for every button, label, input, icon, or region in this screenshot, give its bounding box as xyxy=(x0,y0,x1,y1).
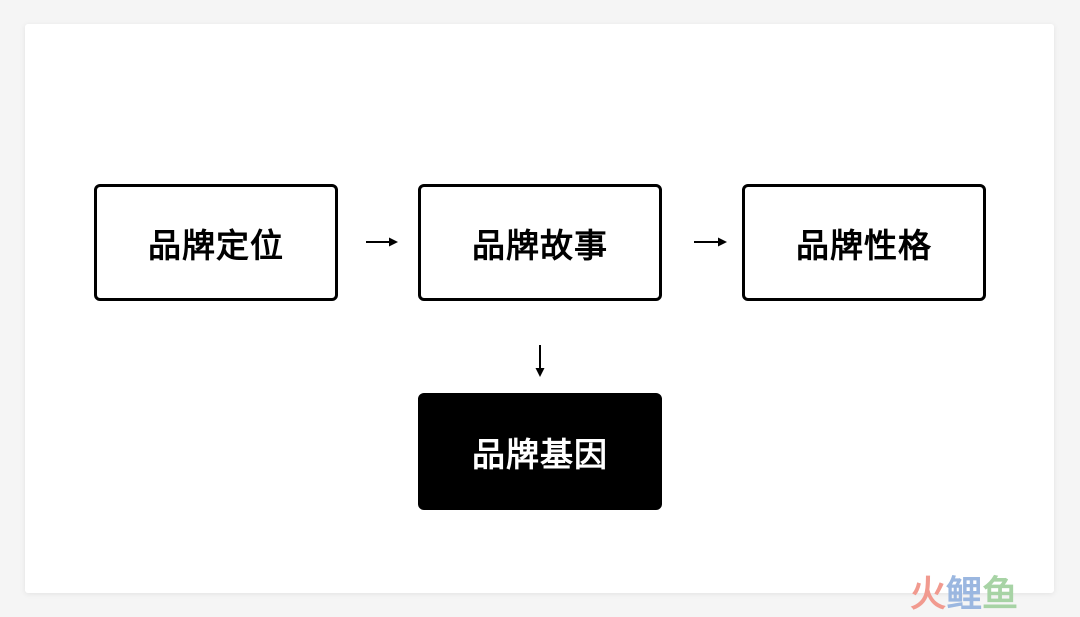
node-label: 品牌性格 xyxy=(796,225,932,265)
arrow-right-icon xyxy=(694,237,727,247)
node-label: 品牌基因 xyxy=(472,434,608,474)
arrow-down-icon xyxy=(535,345,545,377)
node-brand-personality: 品牌性格 xyxy=(742,184,986,301)
node-brand-positioning: 品牌定位 xyxy=(94,184,338,301)
node-label: 品牌定位 xyxy=(148,225,284,265)
node-label: 品牌故事 xyxy=(472,225,608,265)
watermark-char: 火 xyxy=(910,574,947,615)
arrow-right-icon xyxy=(366,237,398,247)
watermark-logo: 火 鲤 鱼 xyxy=(910,575,1018,615)
node-brand-story: 品牌故事 xyxy=(418,184,662,301)
watermark-char: 鲤 xyxy=(946,574,983,615)
node-brand-gene: 品牌基因 xyxy=(418,393,662,510)
watermark-char: 鱼 xyxy=(982,574,1019,615)
